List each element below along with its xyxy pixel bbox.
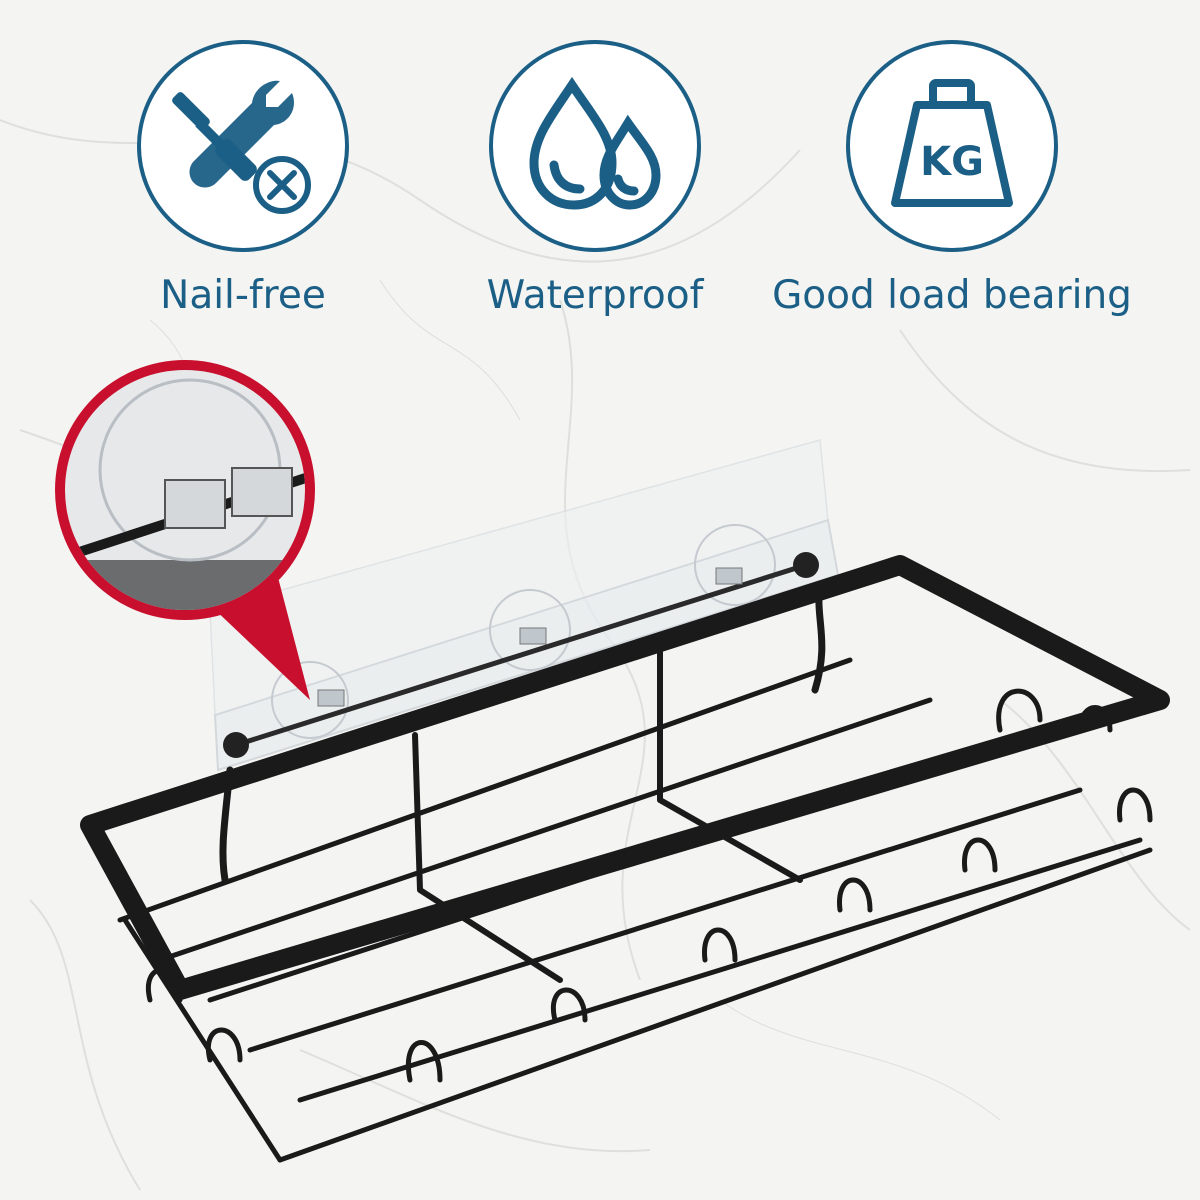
feature-circle: KG: [846, 40, 1058, 252]
feature-label: Nail-free: [160, 273, 326, 318]
adhesive-plate: [209, 439, 840, 772]
tools-crossed-icon: [172, 80, 311, 214]
feature-label: Good load bearing: [772, 273, 1132, 318]
wire-basket: [80, 555, 1170, 1163]
weight-kg-icon: KG: [891, 79, 1013, 207]
feature-waterproof: Waterproof: [465, 40, 725, 315]
feature-circle: [137, 40, 349, 252]
zoom-callout: [55, 360, 315, 700]
kg-text: KG: [920, 139, 984, 185]
feature-nail-free: Nail-free: [113, 40, 373, 315]
water-drops-icon: [529, 76, 661, 210]
feature-label: Waterproof: [486, 273, 704, 318]
feature-circle: [489, 40, 701, 252]
feature-load-bearing: KG Good load bearing: [772, 40, 1132, 315]
